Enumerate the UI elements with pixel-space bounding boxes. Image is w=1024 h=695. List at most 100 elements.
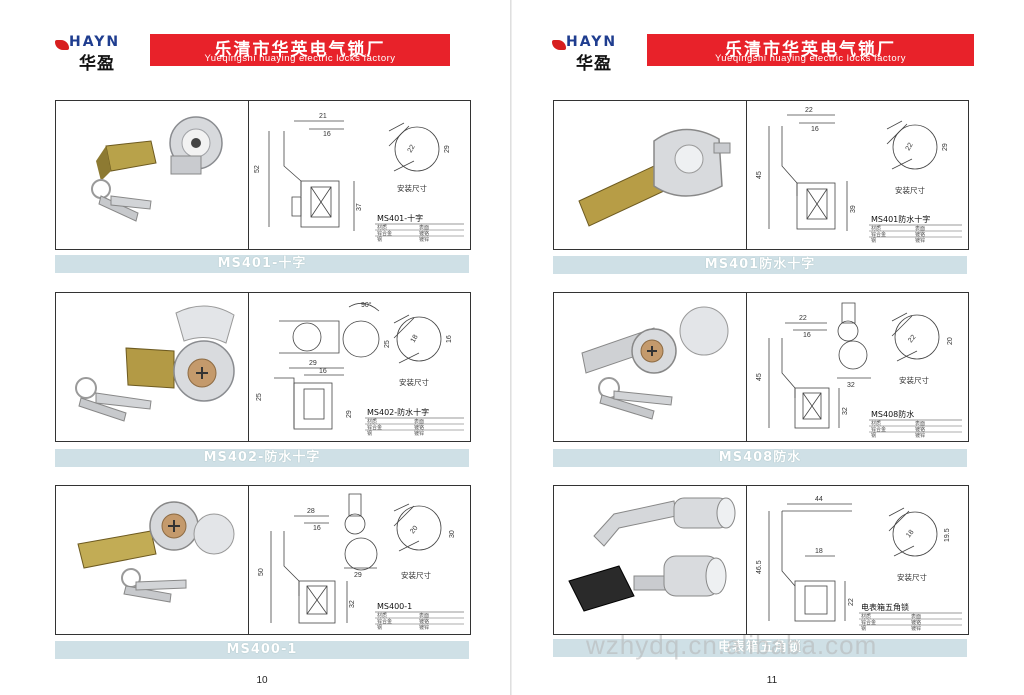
dim-label: 22 xyxy=(907,334,917,345)
brand-logo: HAYN 华盈 xyxy=(55,34,147,74)
material-value: 锌合金 xyxy=(367,424,382,431)
product-caption: MS408防水 xyxy=(553,449,967,467)
technical-drawing: 44 18 46.5 22 18 19.5 安装尺寸 电表箱五角锁 材质 表面 … xyxy=(747,486,968,634)
material-label: 材质 xyxy=(367,418,377,425)
brand-swoosh-icon xyxy=(55,40,69,50)
surface-value: 镀铬 xyxy=(911,619,921,626)
dim-label: 19.5 xyxy=(944,528,951,542)
dim-label: 39 xyxy=(850,205,857,213)
company-name-cn: 乐清市华英电气锁厂 xyxy=(725,40,896,60)
product-photo xyxy=(554,486,747,634)
right-page: HAYN 华盈 乐清市华英电气锁厂 Yueqingshi huaying ele… xyxy=(512,0,1024,695)
mount-size-label: 安装尺寸 xyxy=(895,185,925,195)
material-value: 钢 xyxy=(871,237,876,244)
dim-label: 44 xyxy=(815,496,823,503)
material-value: 锌合金 xyxy=(871,231,886,238)
company-name-en: Yueqingshi huaying electric locks factor… xyxy=(204,53,396,64)
drawing-svg: 21 16 52 37 22 29 安装尺寸 MS401-十字 材质 表面 锌合… xyxy=(254,113,464,243)
model-label: 电表箱五角锁 xyxy=(861,602,909,612)
surface-value: 镀锌 xyxy=(915,237,925,244)
material-label: 材质 xyxy=(861,613,871,620)
dim-label: 16 xyxy=(313,525,321,532)
technical-drawing: 21 16 52 37 22 29 安装尺寸 MS401-十字 材质 表面 锌合… xyxy=(249,101,470,249)
brand-logo: HAYN 华盈 xyxy=(552,34,644,74)
material-label: 材质 xyxy=(377,224,387,231)
dim-label: 16 xyxy=(446,335,453,343)
material-value: 锌合金 xyxy=(377,230,392,237)
waterproof-lock-photo-icon xyxy=(581,306,729,420)
company-name-cn: 乐清市华英电气锁厂 xyxy=(214,40,386,60)
cam-lock-photo-icon xyxy=(77,501,235,603)
dim-label: 16 xyxy=(319,368,327,375)
drawing-svg: 22 16 45 32 32 22 20 安装尺寸 MS408防水 材质 表面 … xyxy=(756,302,962,439)
mount-size-label: 安装尺寸 xyxy=(899,375,929,385)
product-caption: 电表箱五角锁 xyxy=(553,639,967,657)
mount-size-label: 安装尺寸 xyxy=(399,377,429,387)
surface-value: 镀锌 xyxy=(911,625,921,632)
product-caption: MS400-1 xyxy=(55,641,469,659)
surface-label: 表面 xyxy=(414,418,424,425)
cam-lock-photo-icon xyxy=(91,116,223,222)
drawing-svg: 90° 25 29 16 25 29 18 16 安装尺寸 MS402-防水十字… xyxy=(256,301,464,437)
surface-value: 镀锌 xyxy=(915,432,925,439)
material-label: 材质 xyxy=(377,612,387,619)
dim-label: 29 xyxy=(354,572,362,579)
material-value: 钢 xyxy=(377,624,382,631)
material-value: 钢 xyxy=(377,236,382,243)
pentagon-lock-photo-icon xyxy=(568,497,736,612)
dim-label: 22 xyxy=(799,315,807,322)
cam-lock-photo-icon xyxy=(578,128,731,227)
dim-label: 29 xyxy=(346,410,353,418)
dim-label: 32 xyxy=(842,407,849,415)
dim-label: 30 xyxy=(449,530,456,538)
product-card-ms401-waterproof: 22 16 45 39 22 29 安装尺寸 MS401防水十字 材质 表面 锌… xyxy=(553,100,969,250)
dim-label: 25 xyxy=(256,393,263,401)
dim-label: 52 xyxy=(254,165,261,173)
technical-drawing: 28 16 50 32 29 20 30 安装尺寸 MS400-1 材质 表面 … xyxy=(249,486,470,634)
product-caption: MS402-防水十字 xyxy=(55,449,469,467)
company-banner: 乐清市华英电气锁厂 Yueqingshi huaying electric lo… xyxy=(647,34,974,66)
dim-label: 20 xyxy=(947,337,954,345)
model-label: MS402-防水十字 xyxy=(367,407,429,417)
surface-label: 表面 xyxy=(915,420,925,427)
material-value: 锌合金 xyxy=(861,619,876,626)
model-label: MS401-十字 xyxy=(377,213,423,223)
dim-label: 37 xyxy=(356,203,363,211)
dim-label: 45 xyxy=(756,171,763,179)
surface-label: 表面 xyxy=(419,612,429,619)
brand-name-en: HAYN xyxy=(69,34,121,50)
dim-label: 50 xyxy=(258,568,265,576)
product-card-ms402: 90° 25 29 16 25 29 18 16 安装尺寸 MS402-防水十字… xyxy=(55,292,471,442)
dim-label: 46.5 xyxy=(756,560,763,574)
waterproof-lock-photo-icon xyxy=(75,305,235,422)
material-value: 锌合金 xyxy=(377,618,392,625)
brand-swoosh-icon xyxy=(552,40,566,50)
dim-label: 16 xyxy=(323,131,331,138)
drawing-svg: 28 16 50 32 29 20 30 安装尺寸 MS400-1 材质 表面 … xyxy=(258,493,464,631)
dim-label: 22 xyxy=(905,142,915,152)
brand-name-cn: 华盈 xyxy=(576,54,612,74)
material-value: 钢 xyxy=(367,430,372,437)
dim-label: 18 xyxy=(905,529,915,540)
dim-label: 29 xyxy=(309,360,317,367)
technical-drawing: 90° 25 29 16 25 29 18 16 安装尺寸 MS402-防水十字… xyxy=(249,293,470,441)
left-page: HAYN 华盈 乐清市华英电气锁厂 Yueqingshi huaying ele… xyxy=(55,34,471,686)
dim-label: 90° xyxy=(361,301,372,309)
surface-value: 镀铬 xyxy=(915,231,925,238)
brand-name-en: HAYN xyxy=(566,34,618,50)
surface-label: 表面 xyxy=(915,225,925,232)
material-value: 钢 xyxy=(871,432,876,439)
surface-value: 镀铬 xyxy=(915,426,925,433)
dim-label: 20 xyxy=(409,525,419,536)
dim-label: 16 xyxy=(803,332,811,339)
surface-label: 表面 xyxy=(911,613,921,620)
product-photo xyxy=(554,101,747,249)
surface-value: 镀锌 xyxy=(414,430,424,437)
product-card-ms400-1: 28 16 50 32 29 20 30 安装尺寸 MS400-1 材质 表面 … xyxy=(55,485,471,635)
dim-label: 32 xyxy=(349,600,356,608)
company-name-en: Yueqingshi huaying electric locks factor… xyxy=(714,53,907,64)
dim-label: 28 xyxy=(307,508,315,515)
technical-drawing: 22 16 45 39 22 29 安装尺寸 MS401防水十字 材质 表面 锌… xyxy=(747,101,968,249)
drawing-svg: 22 16 45 39 22 29 安装尺寸 MS401防水十字 材质 表面 锌… xyxy=(756,107,962,244)
surface-value: 镀铬 xyxy=(419,618,429,625)
